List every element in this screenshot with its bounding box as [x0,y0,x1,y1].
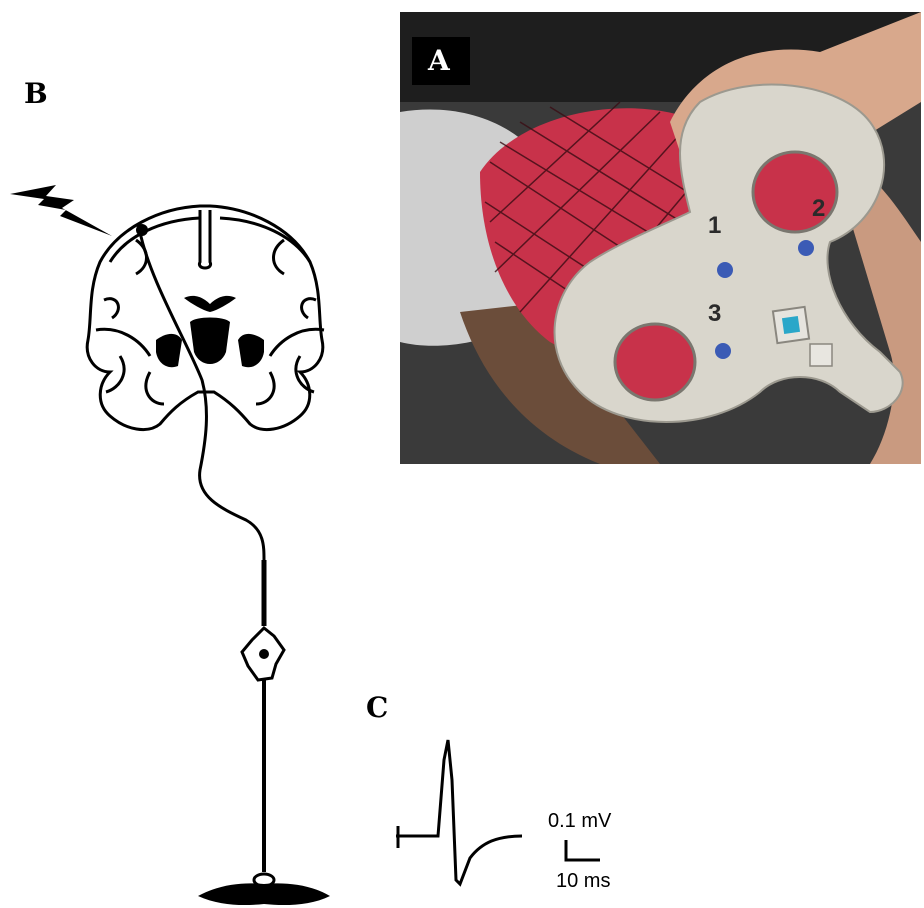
coil-button-1 [717,262,733,278]
corticospinal-tract [140,232,264,626]
panel-label-c: C [366,694,388,722]
coil-number-3: 3 [708,300,721,328]
coil-window-bottom [615,324,695,400]
coil-button-2 [798,240,814,256]
lightning-bolt-icon [10,185,112,236]
coil-number-1: 1 [708,212,721,240]
tms-coil-photo [400,12,921,464]
basal-ganglia-left [156,334,182,367]
scale-time-label: 10 ms [556,870,610,893]
panel-label-b: B [24,80,48,108]
mep-waveform [396,740,522,884]
thalamus [190,318,230,365]
panel-label-a: A [428,44,450,77]
ventricles [184,296,236,312]
coil-stim-icon [782,316,800,334]
coil-secondary-button [810,344,832,366]
coil-number-2: 2 [812,195,825,223]
scale-bar [566,840,600,860]
coil-button-3 [715,343,731,359]
muscle-fiber [198,883,330,905]
basal-ganglia-right [238,334,264,367]
scale-voltage-label: 0.1 mV [548,810,611,833]
motor-neuron-nucleus [259,649,269,659]
